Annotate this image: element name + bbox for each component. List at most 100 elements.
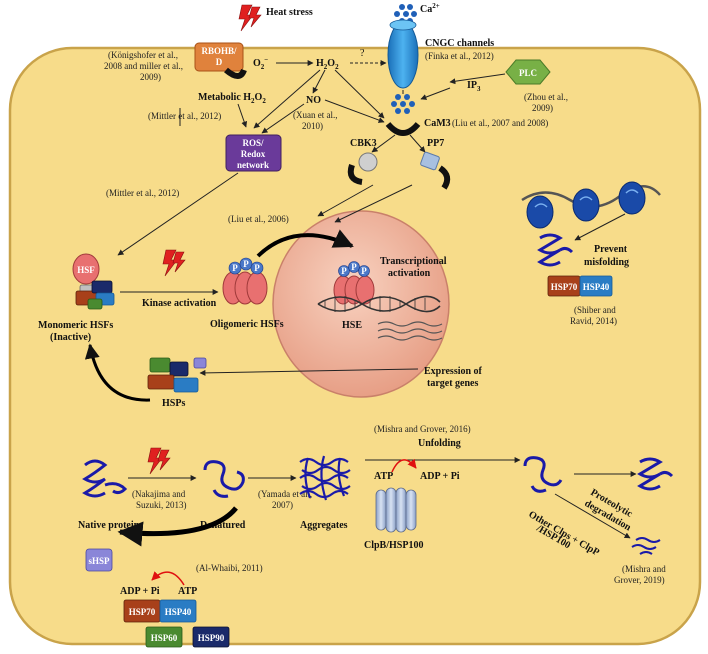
hsp90-box bbox=[192, 626, 230, 648]
prevent-label-line2: misfolding bbox=[584, 257, 629, 268]
monomeric-hsf-cluster-icon bbox=[72, 253, 115, 310]
hsp70-upper-label: HSP70 bbox=[551, 282, 578, 292]
konigshofer-citation-line2: 2008 and miller et al., bbox=[104, 61, 183, 71]
ip3-label: IP3 bbox=[467, 80, 481, 93]
hsp40-box-upper bbox=[579, 275, 613, 297]
cngc-label: CNGC channels bbox=[425, 38, 494, 49]
dna-helix-icon bbox=[317, 295, 441, 313]
atp-hydrolysis-arrow-lower bbox=[151, 571, 185, 586]
rboh-label-line1: RBOHB/ bbox=[201, 46, 237, 56]
phospho-label-1: P bbox=[232, 263, 238, 273]
prevent-label-line1: Prevent bbox=[594, 244, 628, 255]
nuclear-phospho-2: P bbox=[351, 262, 357, 272]
monomeric-hsfs-label-line1: Monomeric HSFs bbox=[38, 320, 113, 331]
shiber-citation-line1: (Shiber and bbox=[574, 305, 616, 315]
denatured-protein-icon bbox=[203, 460, 245, 498]
calcium-label: Ca2+ bbox=[420, 2, 440, 15]
cam3-citation: (Liu et al., 2007 and 2008) bbox=[452, 118, 548, 128]
ros-redox-box bbox=[225, 134, 282, 172]
folded-protein-icon bbox=[537, 233, 574, 267]
oligomeric-hsfs-label: Oligomeric HSFs bbox=[210, 319, 284, 330]
cbk3-label: CBK3 bbox=[350, 138, 377, 149]
monomeric-hsfs-label-line2: (Inactive) bbox=[50, 332, 91, 343]
pp7-block-icon bbox=[420, 151, 440, 171]
hsp40-box-lower bbox=[159, 599, 197, 623]
transcriptional-label-line1: Transcriptional bbox=[380, 256, 447, 267]
yamada-citation-line1: (Yamada et al., bbox=[258, 489, 312, 499]
hsp40-upper-label: HSP40 bbox=[583, 282, 610, 292]
superoxide-label: O2− bbox=[253, 56, 268, 71]
oligomeric-hsf-icon bbox=[222, 257, 268, 305]
degraded-fragments-icon bbox=[631, 537, 661, 555]
shiber-citation-line2: Ravid, 2014) bbox=[570, 316, 617, 326]
expression-label-line1: Expression of bbox=[424, 366, 483, 377]
aggregates-icon bbox=[299, 455, 351, 501]
refolded-protein-icon bbox=[637, 457, 674, 491]
nakajima-citation-line1: (Nakajima and bbox=[132, 489, 186, 499]
unfolded-protein-icon bbox=[523, 456, 563, 493]
ros-label-line2: Redox bbox=[241, 149, 266, 159]
hsp60-box bbox=[145, 626, 183, 648]
nuclear-phospho-3: P bbox=[361, 266, 367, 276]
mishra2019-citation-line1: (Mishra and bbox=[622, 564, 666, 574]
cam3-clamp-icon bbox=[385, 121, 421, 136]
phospho-label-2: P bbox=[243, 259, 249, 269]
liu2006-citation: (Liu et al., 2006) bbox=[228, 214, 289, 224]
cbk3-sphere-icon bbox=[358, 152, 378, 172]
heat-bolt-lower-icon bbox=[147, 447, 171, 475]
atp-label: ATP bbox=[374, 471, 393, 482]
rboh-membrane-clamp-icon bbox=[224, 67, 247, 79]
native-protein-icon bbox=[82, 459, 128, 498]
mrna-transcripts-icon bbox=[377, 321, 443, 341]
expression-label-line2: target genes bbox=[427, 378, 478, 389]
alwhaibi-citation: (Al-Whaibi, 2011) bbox=[196, 563, 263, 573]
no-label: NO bbox=[306, 95, 321, 106]
h2o2-label: H2O2 bbox=[316, 58, 339, 71]
nuclear-phospho-1: P bbox=[341, 266, 347, 276]
transcriptional-label-line2: activation bbox=[388, 268, 431, 279]
konigshofer-citation-line3: 2009) bbox=[140, 72, 161, 82]
pp7-clamp-icon bbox=[438, 165, 451, 190]
adp-pi-lower-label: ADP + Pi bbox=[120, 586, 160, 597]
native-proteins-label: Native proteins bbox=[78, 520, 143, 531]
mittler-citation-upper: (Mittler et al., 2012) bbox=[148, 111, 221, 121]
hse-label: HSE bbox=[342, 320, 362, 331]
cam3-label: CaM3 bbox=[424, 118, 451, 129]
cbk3-clamp-icon bbox=[347, 164, 363, 185]
plc-label: PLC bbox=[519, 68, 537, 78]
chaperone-refolding-arrow bbox=[117, 506, 238, 547]
rboh-label-line2: D bbox=[216, 57, 223, 67]
denatured-label: Denatured bbox=[200, 520, 246, 531]
hsps-label: HSPs bbox=[162, 398, 185, 409]
cngc-citation: (Finka et al., 2012) bbox=[425, 51, 494, 61]
metabolic-h2o2-label: Metabolic H2O2 bbox=[198, 92, 266, 105]
unfolding-label: Unfolding bbox=[418, 438, 461, 449]
xuan-citation-line2: 2010) bbox=[302, 121, 323, 131]
kinase-activation-label: Kinase activation bbox=[142, 298, 217, 309]
ros-label-line1: ROS/ bbox=[242, 138, 264, 148]
adp-pi-label: ADP + Pi bbox=[420, 471, 460, 482]
atp-hydrolysis-arrow-upper bbox=[391, 458, 417, 473]
xuan-citation-line1: (Xuan et al., bbox=[293, 110, 337, 120]
phospho-label-3: P bbox=[254, 263, 260, 273]
clpb-hsp100-icon bbox=[375, 487, 417, 533]
translocation-arrow bbox=[256, 229, 354, 258]
kinase-heat-bolt-icon bbox=[162, 249, 186, 277]
aggregates-label: Aggregates bbox=[300, 520, 348, 531]
mittler-citation-lower: (Mittler et al., 2012) bbox=[106, 188, 179, 198]
plc-citation-line2: 2009) bbox=[532, 103, 553, 113]
konigshofer-citation-line1: (Königshofer et al., bbox=[108, 50, 178, 60]
feedback-inactivation-arrow bbox=[84, 343, 151, 402]
shsp-box bbox=[85, 548, 113, 572]
nakajima-citation-line2: Suzuki, 2013) bbox=[136, 500, 187, 510]
hsp60-label: HSP60 bbox=[151, 633, 178, 643]
yamada-citation-line2: 2007) bbox=[272, 500, 293, 510]
rboh-box bbox=[194, 42, 244, 72]
pp7-label: PP7 bbox=[427, 138, 444, 149]
clpb-label: ClpB/HSP100 bbox=[364, 540, 423, 551]
cngc-channel-icon bbox=[387, 19, 419, 89]
shsp-label: sHSP bbox=[88, 556, 110, 566]
plc-hexagon bbox=[505, 59, 551, 85]
